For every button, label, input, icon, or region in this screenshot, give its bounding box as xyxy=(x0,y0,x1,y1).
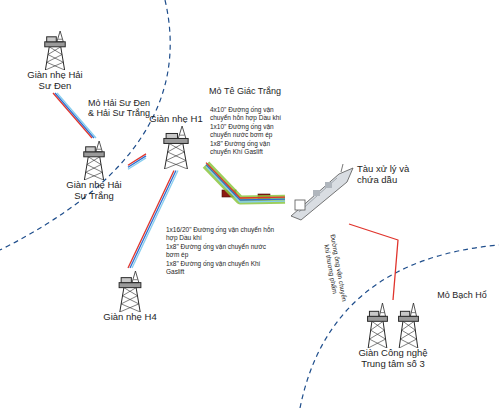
platform-tower xyxy=(164,126,188,169)
pipe-line xyxy=(128,156,146,167)
platform-node: Giàn nhẹ H1 xyxy=(146,112,206,171)
field-name: Mỏ Bạch Hổ xyxy=(432,290,492,300)
platform-tower xyxy=(84,141,104,180)
pipeline-note: 1x8" Đường ống vận chuyển Khí Gaslift xyxy=(210,140,284,155)
platform-icon xyxy=(157,125,195,169)
platform-tower xyxy=(45,31,65,70)
pipeline-notes: 1x16/20" Đường ống vận chuyển hỗn hợp Dầ… xyxy=(166,226,278,275)
pipe-line xyxy=(206,167,285,202)
pipeline-note: 4x10" Đường ống vận chuyển hỗn hợp Dầu k… xyxy=(210,106,284,121)
platform-node: Giàn nhẹ Hải Sư Đen xyxy=(22,28,88,93)
ship-icon xyxy=(287,164,357,222)
vessel-node: Tàu xử lý và chứa dầu xyxy=(285,162,413,224)
platform-label: Giàn nhẹ Hải Sư Đen xyxy=(24,70,86,91)
platform-icon xyxy=(78,140,110,180)
platform-label: Giàn nhẹ H1 xyxy=(148,114,204,125)
platform-label: Giàn Công nghệ Trung tâm số 3 xyxy=(358,348,428,369)
platform-icon xyxy=(113,270,147,312)
platform-tower xyxy=(368,303,388,348)
pipe-line xyxy=(206,163,285,198)
field-name: Mỏ Tê Giác Trắng xyxy=(200,86,290,96)
platform-tower xyxy=(119,271,141,312)
pipeline-note: 1x8" Đường ống vận chuyển Khí Gaslift xyxy=(166,260,278,275)
platform-icon xyxy=(39,30,71,70)
pipe-line xyxy=(53,93,92,138)
fpso-ship xyxy=(291,164,353,220)
pipeline xyxy=(349,224,398,300)
field-name: Mỏ Hải Sư Đen & Hải Sư Trắng xyxy=(86,98,152,118)
pipe-line xyxy=(206,165,285,200)
pipeline-note: 1x10" Đường ống vận chuyển nước bơm ép xyxy=(210,123,284,138)
platform-node: Giàn nhẹ H4 xyxy=(100,268,160,325)
pipeline xyxy=(128,154,146,169)
platform-node: Giàn nhẹ Hải Sư Trắng xyxy=(60,138,128,203)
pipeline-note: 1x8" Đường ống vận chuyển nước bơm ép xyxy=(166,243,278,258)
platform-label: Giàn nhẹ Hải Sư Trắng xyxy=(62,180,126,201)
platform-label: Tàu xử lý và chứa dầu xyxy=(357,164,411,185)
platform-tower xyxy=(399,303,419,348)
pipeline-bundle xyxy=(206,165,285,200)
pipeline-notes: 4x10" Đường ống vận chuyển hỗn hợp Dầu k… xyxy=(210,106,284,155)
pipe-line xyxy=(349,224,398,300)
pipeline xyxy=(206,163,285,202)
platform-label: Giàn nhẹ H4 xyxy=(102,312,158,323)
pipe-line xyxy=(128,158,146,169)
field-boundary xyxy=(0,0,170,250)
pipeline-label: Đường ống vận chuyển khí thương phẩm xyxy=(321,230,349,305)
ctp-icon xyxy=(362,302,424,348)
platform-node: Giàn Công nghệ Trung tâm số 3 xyxy=(356,300,430,371)
pipeline-note: 1x16/20" Đường ống vận chuyển hỗn hợp Dầ… xyxy=(166,226,278,241)
